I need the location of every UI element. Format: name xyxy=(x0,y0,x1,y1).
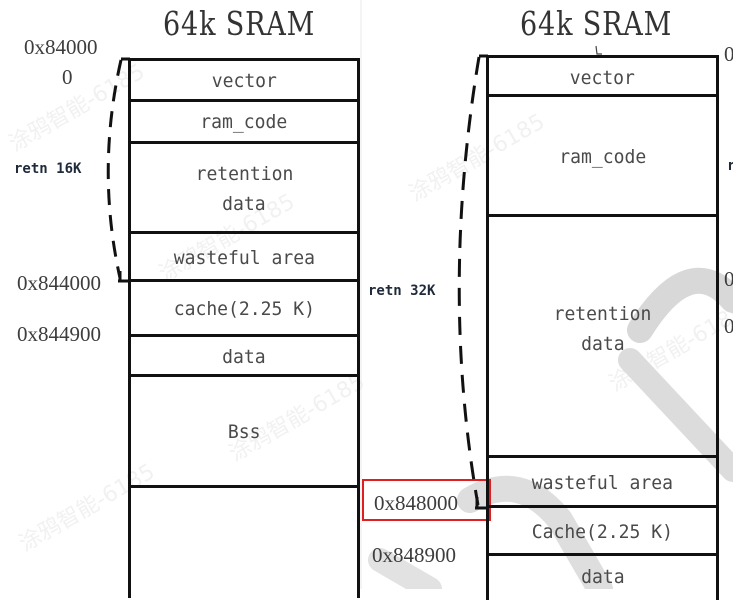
cut-off-label: r xyxy=(727,158,733,174)
left-start-address: 0x84000 xyxy=(24,35,98,59)
segment-label: retention xyxy=(553,303,652,325)
left-start-address-suffix: 0 xyxy=(62,65,73,89)
highlighted-address-box xyxy=(362,479,491,521)
retention-brackets xyxy=(106,0,602,589)
right-address-label: 0x848900 xyxy=(372,543,456,567)
segment-label: vector xyxy=(569,66,636,89)
segment-label: wasteful area xyxy=(531,471,674,494)
right-highlighted-address: 0x848000 xyxy=(374,491,458,515)
cursor-mark xyxy=(595,45,602,55)
right-segment-wasteful-area: wasteful area xyxy=(489,455,716,507)
cut-off-label: 0 xyxy=(724,314,733,338)
left-address-label: 0x844900 xyxy=(17,322,101,346)
left-segment-ram-code: ram_code xyxy=(131,99,357,142)
left-segment-vector: vector xyxy=(131,58,357,101)
right-segment-vector: vector xyxy=(489,55,716,97)
segment-label: ram_code xyxy=(559,145,646,168)
segment-label: cache(2.25 K) xyxy=(173,298,315,320)
left-segment-data: data xyxy=(131,334,357,376)
segment-label: data xyxy=(222,345,266,368)
cut-off-label: 0 xyxy=(724,267,733,291)
left-address-label: 0x844000 xyxy=(17,271,101,295)
right-segment-cache: Cache(2.25 K) xyxy=(489,505,716,555)
left-segment-bss: Bss xyxy=(131,374,357,487)
left-retention-label: retn 16K xyxy=(14,161,82,177)
segment-label: Bss xyxy=(227,421,261,443)
segment-label: vector xyxy=(211,70,277,92)
left-memory-column: vector ram_code retention data wasteful a… xyxy=(128,58,360,598)
segment-label: data xyxy=(222,192,266,215)
cut-off-label: 0 xyxy=(724,42,733,66)
right-segment-retention-data: retention data xyxy=(489,214,716,457)
right-retention-label: retn 32K xyxy=(368,283,436,299)
right-segment-ram-code: ram_code xyxy=(489,94,716,216)
left-map-title: 64k SRAM xyxy=(163,4,316,43)
left-segment-wasteful-area: wasteful area xyxy=(131,231,357,281)
right-map-title: 64k SRAM xyxy=(520,4,673,43)
segment-label: ram_code xyxy=(200,111,288,133)
right-retention-bracket xyxy=(457,54,488,510)
segment-label: data xyxy=(580,566,625,588)
segment-label: data xyxy=(580,333,625,355)
segment-label: wasteful area xyxy=(173,246,315,269)
watermark-logo xyxy=(368,267,733,589)
left-segment-unused xyxy=(131,485,357,605)
segment-label: Cache(2.25 K) xyxy=(531,520,674,543)
left-segment-cache: cache(2.25 K) xyxy=(131,279,357,336)
right-segment-data: data xyxy=(489,553,716,605)
left-retention-bracket xyxy=(106,57,130,283)
segment-label: retention xyxy=(195,162,293,185)
left-segment-retention-data: retention data xyxy=(131,141,357,233)
right-memory-column: vector ram_code retention data wasteful a… xyxy=(486,55,719,600)
